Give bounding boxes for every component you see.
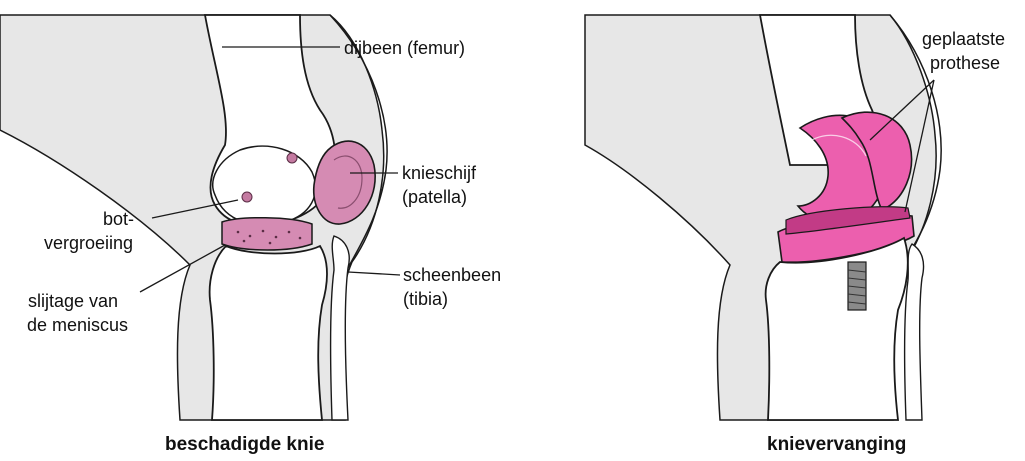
label-meniscus-line2: de meniscus bbox=[27, 314, 128, 336]
label-patella-line2: (patella) bbox=[402, 186, 467, 208]
caption-damaged-knee: beschadigde knie bbox=[165, 434, 324, 456]
tibia-bone-right bbox=[766, 238, 908, 420]
tibia-bone bbox=[210, 246, 327, 420]
fibula-bone-right bbox=[905, 244, 924, 420]
label-meniscus-line1: slijtage van bbox=[28, 290, 118, 312]
label-prosthesis-line1: geplaatste bbox=[922, 28, 1005, 50]
label-bone-growth-line1: bot- bbox=[103, 208, 134, 230]
fibula-bone bbox=[331, 236, 350, 420]
label-bone-growth-line2: vergroeiing bbox=[44, 232, 133, 254]
femur-condyle bbox=[213, 146, 316, 225]
label-tibia-line2: (tibia) bbox=[403, 288, 448, 310]
meniscus-worn bbox=[222, 218, 312, 250]
label-patella-line1: knieschijf bbox=[402, 162, 476, 184]
label-femur: dijbeen (femur) bbox=[344, 37, 465, 59]
replacement-knee-illustration bbox=[585, 15, 941, 420]
damaged-knee-illustration bbox=[0, 15, 400, 420]
label-prosthesis-line2: prothese bbox=[930, 52, 1000, 74]
caption-knee-replacement: knievervanging bbox=[767, 434, 906, 456]
label-tibia-line1: scheenbeen bbox=[403, 264, 501, 286]
